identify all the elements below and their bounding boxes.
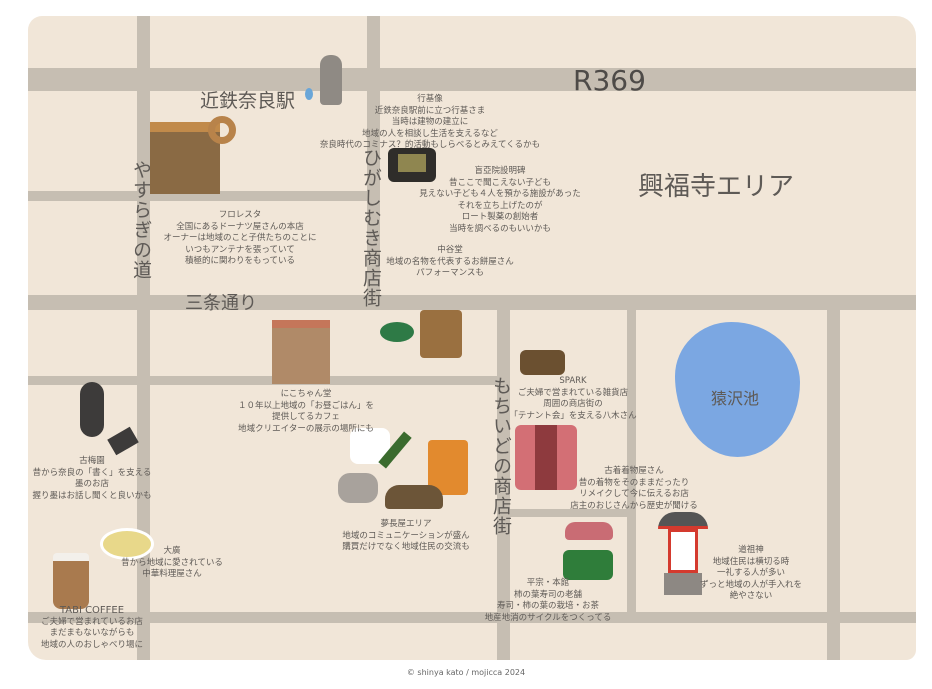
place-kobaien: 古梅園昔から奈良の「書く」を支える墨のお店握り墨はお話し聞くと良いかも [32,456,152,501]
fountain-water-icon [305,88,313,100]
road-upper-west [28,191,368,201]
label-kofukuji-area: 興福寺エリア [638,172,795,202]
fried-rice-icon [100,528,154,560]
place-yume-nagaya-area: 夢長屋エリア地域のコミュニケーションが盛ん購買だけでなく地域住民の交流も [342,519,470,552]
coffee-cup-icon [53,553,89,609]
road-mochiidono [497,305,510,660]
road-higashimuki [367,16,380,298]
place-gyoki-statue: 行基像近鉄奈良駅前に立つ行基さま当時は建物の建立に地域の人を相談し生活を支えるな… [319,94,541,150]
kimono-icon [515,425,577,490]
label-sarusawa-pond: 猿沢池 [711,389,760,408]
shrine-icon [658,512,708,597]
place-daihiro: 大廣昔から地域に愛されている中華料理屋さん [121,546,223,579]
gyoki-statue-icon [320,55,342,105]
road-yasuragi [137,16,150,660]
place-moua-monument: 盲亞院設明碑昔ここで聞こえない子ども見えない子ども４人を預かる施設があったそれを… [419,166,581,234]
label-r369: R369 [573,64,646,97]
label-sanjo-street: 三条通り [185,293,257,314]
sushi-icon [565,522,613,540]
label-yasuragi-road: やすらぎの道 [130,160,152,280]
place-hiraso-honkan: 平宗・本館柿の葉寿司の老舗寿司・柿の葉の栽培・お茶地産地消のサイクルをつくってる [484,578,612,623]
road-east-2 [827,305,840,660]
place-nakatanidou: 中谷堂地域の名物を代表するお餅屋さんパフォーマンスも [386,245,514,278]
teapot-icon [338,473,378,503]
cafe-building-icon [272,320,330,384]
road-south [28,612,916,623]
spark-goods-icon [520,350,565,375]
label-mochiidono-street: もちいどの商店街 [490,376,512,536]
mochi-icon [380,322,414,342]
kakinoha-sushi-icon [563,550,613,580]
road-r369 [28,68,916,91]
copyright-credit: © shinya kato / mojicca 2024 [406,668,526,677]
label-higashimuki-street: ひがしむき商店街 [360,148,382,308]
road-east-1 [627,305,636,615]
road-sanjo [28,295,916,310]
road-middle-west [28,376,503,385]
label-kintetsu-station: 近鉄奈良駅 [200,90,296,112]
place-floresta: フロレスタ全国にあるドーナツ屋さんの本店オーナーは地域のこと子供たちのことにいつ… [163,210,317,266]
mochi-mallet-icon [420,310,462,358]
donut-icon [208,116,236,144]
sarusawa-pond [675,322,800,457]
shoe-icon [385,485,443,509]
monument-stone-icon [388,148,436,182]
place-dosojin: 道祖神地域住民は横切る時一礼する人が多いずっと地域の人が手入れを絶やさない [699,545,803,601]
road-mochiidono-cross [505,509,630,517]
place-used-kimono-shop: 古着着物屋さん昔の着物をそのままだったりリメイクして今に伝えるお店店主のおじさん… [570,466,698,511]
ink-stick-icon [80,382,104,437]
